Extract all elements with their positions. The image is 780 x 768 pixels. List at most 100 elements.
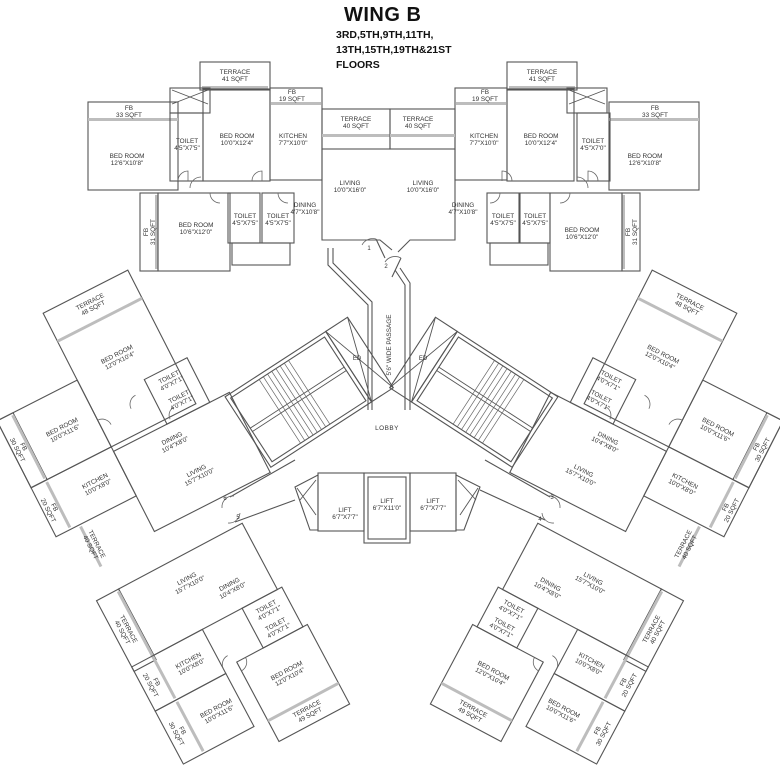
- label-terrace-side: TERRACE: [403, 116, 434, 123]
- entry-door-5: [227, 512, 241, 524]
- label-bed-room: BED ROOM: [110, 153, 145, 160]
- area-fb: 31 SQFT: [150, 219, 157, 245]
- label-fb: FB: [752, 442, 762, 452]
- area-terrace-side: 40 SQFT: [405, 123, 431, 130]
- unit-left-lower: LIVING 15'7"X10'0" DINING 10'4"X8'0" TOI…: [95, 522, 351, 765]
- area-terrace-side: 40 SQFT: [343, 123, 369, 130]
- flat-number-2: 2: [384, 264, 388, 270]
- unit-top-left: TERRACE 41 SQFT FB 33 SQFT FB 19 SQFT TE…: [87, 61, 393, 272]
- label-kitchen: KITCHEN: [470, 133, 498, 140]
- label-terrace-top: TERRACE: [527, 69, 558, 76]
- unit-left-upper: TERRACE 48 SQFT BED ROOM 12'0"X10'4" BED…: [0, 269, 271, 568]
- lift-block: LIFT 6'7"X7'7" LIFT 6'7"X11'0" LIFT 6'7"…: [294, 472, 481, 544]
- size-toilet: 4'5"X7'5": [490, 220, 515, 227]
- staircase-left: [224, 316, 395, 469]
- label-toilet: TOILET: [234, 213, 256, 220]
- label-bed-room: BED ROOM: [565, 227, 600, 234]
- flat-number-5: 5: [236, 515, 240, 521]
- label-fb: FB: [18, 442, 28, 452]
- area-fb: 33 SQFT: [116, 112, 142, 119]
- size-living: 10'0"X16'0": [407, 187, 440, 194]
- label-toilet: TOILET: [267, 213, 289, 220]
- flat-number-3: 3: [550, 495, 554, 501]
- wing-title: WING B: [344, 4, 422, 26]
- lift-label: LIFT: [338, 507, 351, 514]
- area-terrace-top: 41 SQFT: [222, 76, 248, 83]
- unit-right-upper: TERRACE 48 SQFT BED ROOM 12'0"X10'4" BED…: [509, 269, 780, 568]
- entry-door-4: [541, 512, 555, 524]
- lift-label: LIFT: [426, 498, 439, 505]
- title-block: WING B 3RD,5TH,9TH,11TH, 13TH,15TH,19TH&…: [336, 2, 536, 73]
- size-bed-room: 12'6"X10'8": [111, 160, 144, 167]
- label-toilet: TOILET: [492, 213, 514, 220]
- label-toilet: TOILET: [524, 213, 546, 220]
- lobby-label: LOBBY: [375, 425, 399, 432]
- label-fb: FB: [593, 726, 603, 737]
- ed-label-right: ED: [419, 356, 428, 362]
- size-bed-room: 10'0"X12'4": [525, 140, 558, 147]
- label-fb: FB: [49, 502, 59, 512]
- label-fb: FB: [288, 89, 296, 96]
- label-fb: FB: [651, 105, 659, 112]
- size-bed-room: 10'0"X12'4": [221, 140, 254, 147]
- label-fb: FB: [619, 677, 629, 688]
- floors-line-2: 13TH,15TH,19TH&21ST: [336, 44, 452, 56]
- label-living: LIVING: [413, 180, 434, 187]
- size-bed-room: 12'6"X10'8": [629, 160, 662, 167]
- floors-line-1: 3RD,5TH,9TH,11TH,: [336, 29, 434, 41]
- size-toilet: 4'5"X7'5": [174, 145, 199, 152]
- label-living: LIVING: [340, 180, 361, 187]
- label-bed-room: BED ROOM: [220, 133, 255, 140]
- area-fb: 19 SQFT: [472, 96, 498, 103]
- label-terrace-side: TERRACE: [341, 116, 372, 123]
- label-toilet: TOILET: [176, 138, 198, 145]
- entry-door-2: [384, 256, 402, 263]
- label-fb: FB: [125, 105, 133, 112]
- unit-top-right: TERRACE 41 SQFT FB 33 SQFT FB 19 SQFT TE…: [389, 61, 700, 272]
- flat-number-4: 4: [538, 517, 542, 523]
- size-kitchen: 7'7"X10'0": [469, 140, 498, 147]
- flat-number-1: 1: [367, 246, 371, 252]
- lift-label: LIFT: [380, 498, 393, 505]
- size-toilet: 4'5"X7'5": [522, 220, 547, 227]
- passage-label: 5'6" WIDE PASSAGE: [386, 315, 393, 376]
- lift-1: [317, 472, 365, 532]
- label-fb: FB: [481, 89, 489, 96]
- label-fb: FB: [625, 228, 632, 236]
- label-fb: FB: [177, 726, 187, 737]
- label-bed-room: BED ROOM: [628, 153, 663, 160]
- terrace-top-wall: [199, 61, 271, 91]
- floors-line-3: FLOORS: [336, 59, 380, 71]
- label-fb: FB: [721, 502, 731, 512]
- flat-number-6: 6: [223, 496, 227, 502]
- unit-right-lower: LIVING 15'7"X10'0" DINING 10'4"X8'0" TOI…: [429, 522, 685, 765]
- area-fb: 31 SQFT: [632, 219, 639, 245]
- ed-label-left: ED: [353, 356, 362, 362]
- staircase-right: [388, 316, 559, 469]
- lift-size: 6'7"X7'7": [332, 514, 357, 521]
- lift-size: 6'7"X7'7": [420, 505, 445, 512]
- area-fb: 33 SQFT: [642, 112, 668, 119]
- core: 1 2 5'6" WIDE PASSAGE ED: [221, 238, 561, 544]
- size-toilet: 4'5"X7'5": [265, 220, 290, 227]
- entry-door-1: [361, 238, 377, 246]
- label-kitchen: KITCHEN: [279, 133, 307, 140]
- label-dining: DINING: [294, 202, 316, 209]
- size-bed-room: 10'6"X12'0": [566, 234, 599, 241]
- entry-door-6: [221, 495, 235, 509]
- size-bed-room: 10'6"X12'0": [180, 229, 213, 236]
- size-kitchen: 7'7"X10'0": [278, 140, 307, 147]
- area-fb: 19 SQFT: [279, 96, 305, 103]
- entry-door-3: [547, 495, 561, 509]
- label-fb: FB: [143, 228, 150, 236]
- bed-master-wall: [87, 101, 179, 191]
- label-bed-room: BED ROOM: [179, 222, 214, 229]
- size-dining: 4'7"X10'8": [448, 209, 477, 216]
- size-living: 10'0"X16'0": [334, 187, 367, 194]
- label-terrace-top: TERRACE: [220, 69, 251, 76]
- label-dining: DINING: [452, 202, 474, 209]
- door-arc: [177, 170, 189, 182]
- size-toilet: 4'5"X7'0": [580, 145, 605, 152]
- label-toilet: TOILET: [582, 138, 604, 145]
